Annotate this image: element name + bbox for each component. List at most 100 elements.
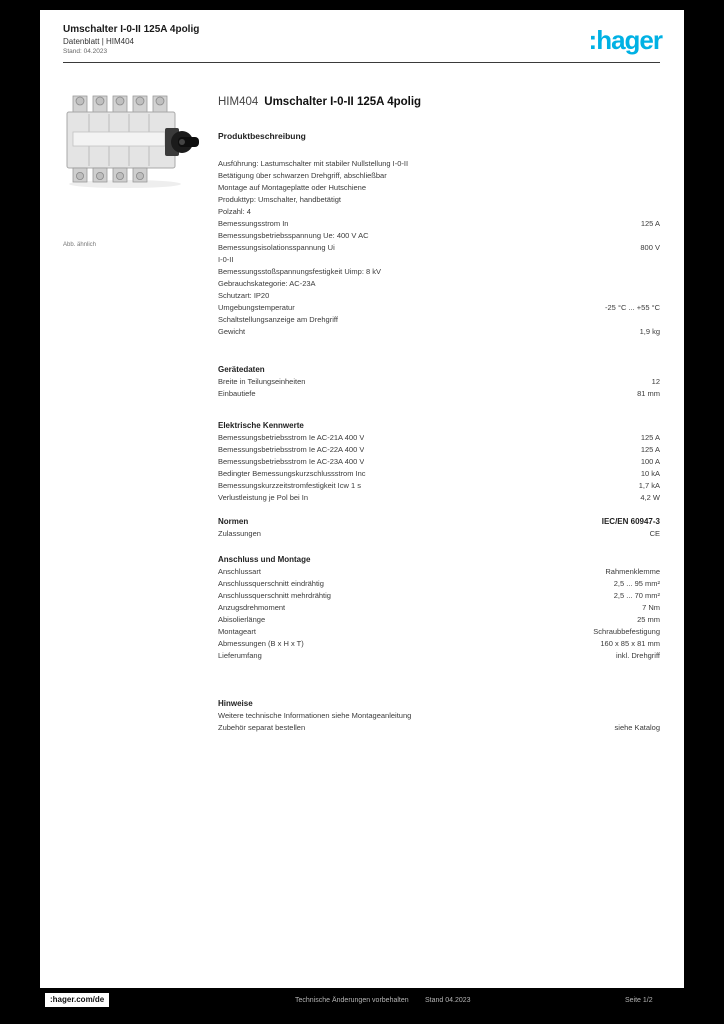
spec-value: -25 °C ... +55 °C	[605, 303, 660, 312]
spec-group-header: Normen IEC/EN 60947-3	[218, 516, 660, 528]
spec-row: Zubehör separat bestellen siehe Katalog	[218, 722, 660, 734]
spec-row: Montageart Schraubbefestigung	[218, 626, 660, 638]
spec-label: Montageart	[218, 627, 256, 636]
spec-row: Gebrauchskategorie: AC-23A	[218, 278, 660, 290]
spec-label: Einbautiefe	[218, 389, 256, 398]
page-header: Umschalter I-0-II 125A 4polig Datenblatt…	[63, 23, 199, 56]
product-reference: HIM404	[218, 96, 259, 108]
footer-note: Technische Änderungen vorbehalten	[295, 997, 409, 1004]
spec-row: Produkttyp: Umschalter, handbetätigt	[218, 194, 660, 206]
spec-row: Umgebungstemperatur -25 °C ... +55 °C	[218, 302, 660, 314]
spec-label: Bedingter Bemessungskurzschlussstrom Inc	[218, 469, 366, 478]
footer-date: Stand 04.2023	[425, 997, 471, 1004]
spec-value: 800 V	[640, 243, 660, 252]
product-photo	[63, 88, 200, 192]
spec-label: Anzugsdrehmoment	[218, 603, 286, 612]
spec-label: Polzahl: 4	[218, 207, 251, 216]
spec-value: 1,9 kg	[639, 327, 660, 336]
spec-value: Rahmenklemme	[605, 567, 660, 576]
spec-label: Bemessungsbetriebsstrom Ie AC-23A 400 V	[218, 457, 365, 466]
spec-row: Bemessungsstrom In 125 A	[218, 218, 660, 230]
spec-group-header: Elektrische Kennwerte	[218, 420, 660, 432]
spec-value: 160 x 85 x 81 mm	[600, 639, 660, 648]
spec-group-header: Anschluss und Montage	[218, 554, 660, 566]
spec-label: Abmessungen (B x H x T)	[218, 639, 304, 648]
spec-row: Anschlussquerschnitt mehrdrähtig 2,5 ... …	[218, 590, 660, 602]
spec-value: 125 A	[640, 445, 660, 454]
document-page: Umschalter I-0-II 125A 4polig Datenblatt…	[40, 10, 684, 1014]
spec-label: Anschlussquerschnitt mehrdrähtig	[218, 591, 331, 600]
spec-group-title: Elektrische Kennwerte	[218, 421, 304, 430]
spec-label: Betätigung über schwarzen Drehgriff, abs…	[218, 171, 387, 180]
spec-group-value: IEC/EN 60947-3	[601, 517, 660, 526]
spec-label: Montage auf Montageplatte oder Hutschien…	[218, 183, 367, 192]
spec-row: Montage auf Montageplatte oder Hutschien…	[218, 182, 660, 194]
spec-value: 2,5 ... 70 mm²	[613, 591, 660, 600]
spec-value: 12	[651, 377, 660, 386]
spec-row: Verlustleistung je Pol bei In 4,2 W	[218, 492, 660, 504]
spec-row: Schaltstellungsanzeige am Drehgriff	[218, 314, 660, 326]
changeover-switch-illustration	[66, 95, 199, 188]
spec-label: Breite in Teilungseinheiten	[218, 377, 306, 386]
spec-group-title: Gerätedaten	[218, 365, 265, 374]
spec-label: Gebrauchskategorie: AC-23A	[218, 279, 316, 288]
spec-label: Zulassungen	[218, 529, 261, 538]
spec-label: Gewicht	[218, 327, 246, 336]
spec-value: 125 A	[640, 219, 660, 228]
header-title: Umschalter I-0-II 125A 4polig	[63, 24, 200, 35]
spec-label: Zubehör separat bestellen	[218, 723, 306, 732]
spec-value: 10 kA	[640, 469, 660, 478]
spec-row: Schutzart: IP20	[218, 290, 660, 302]
spec-group-header: Gerätedaten	[218, 364, 660, 376]
spec-label: Ausführung: Lastumschalter mit stabiler …	[218, 159, 409, 168]
product-title: HIM404 Umschalter I-0-II 125A 4polig	[218, 95, 421, 109]
hager-logo: :hager	[588, 25, 663, 55]
spec-row: Bemessungsbetriebsspannung Ue: 400 V AC	[218, 230, 660, 242]
spec-label: Schutzart: IP20	[218, 291, 270, 300]
spec-value: Schraubbefestigung	[593, 627, 660, 636]
spec-label: Anschlussquerschnitt eindrähtig	[218, 579, 324, 588]
spec-value: siehe Katalog	[614, 723, 660, 732]
spec-row: Bemessungsstoßspannungsfestigkeit Uimp: …	[218, 266, 660, 278]
spec-group-title: Anschluss und Montage	[218, 555, 311, 564]
spec-group-title: Normen	[218, 517, 249, 526]
spec-row: Bemessungskurzzeitstromfestigkeit Icw 1 …	[218, 480, 660, 492]
footer-page-number: Seite 1/2	[625, 997, 653, 1004]
product-subheading: Produktbeschreibung	[218, 131, 306, 141]
spec-label: Bemessungsisolationsspannung Ui	[218, 243, 335, 252]
spec-row: Abmessungen (B x H x T) 160 x 85 x 81 mm	[218, 638, 660, 650]
spec-row: Bedingter Bemessungskurzschlussstrom Inc…	[218, 468, 660, 480]
spec-row: Weitere technische Informationen siehe M…	[218, 710, 660, 722]
spec-row: Betätigung über schwarzen Drehgriff, abs…	[218, 170, 660, 182]
footer-site-link[interactable]: :hager.com/de	[45, 993, 110, 1007]
spec-label: I-0-II	[218, 255, 234, 264]
spec-value: 2,5 ... 95 mm²	[613, 579, 660, 588]
spec-value: 4,2 W	[640, 493, 660, 502]
spec-row: Ausführung: Lastumschalter mit stabiler …	[218, 158, 660, 170]
spec-label: Verlustleistung je Pol bei In	[218, 493, 309, 502]
photo-caption: Abb. ähnlich	[63, 242, 97, 248]
spec-value: 125 A	[640, 433, 660, 442]
spec-label: Bemessungsbetriebsstrom Ie AC-21A 400 V	[218, 433, 365, 442]
footer-band: :hager.com/de Technische Änderungen vorb…	[40, 988, 684, 1014]
header-subtitle: Datenblatt | HIM404	[63, 37, 135, 46]
spec-label: Bemessungsstrom In	[218, 219, 289, 228]
spec-label: Umgebungstemperatur	[218, 303, 295, 312]
product-description: Umschalter I-0-II 125A 4polig	[264, 96, 422, 108]
spec-row: Gewicht 1,9 kg	[218, 326, 660, 338]
spec-list: Ausführung: Lastumschalter mit stabiler …	[218, 158, 660, 734]
header-meta: Stand: 04.2023	[63, 48, 108, 55]
spec-row: Breite in Teilungseinheiten 12	[218, 376, 660, 388]
